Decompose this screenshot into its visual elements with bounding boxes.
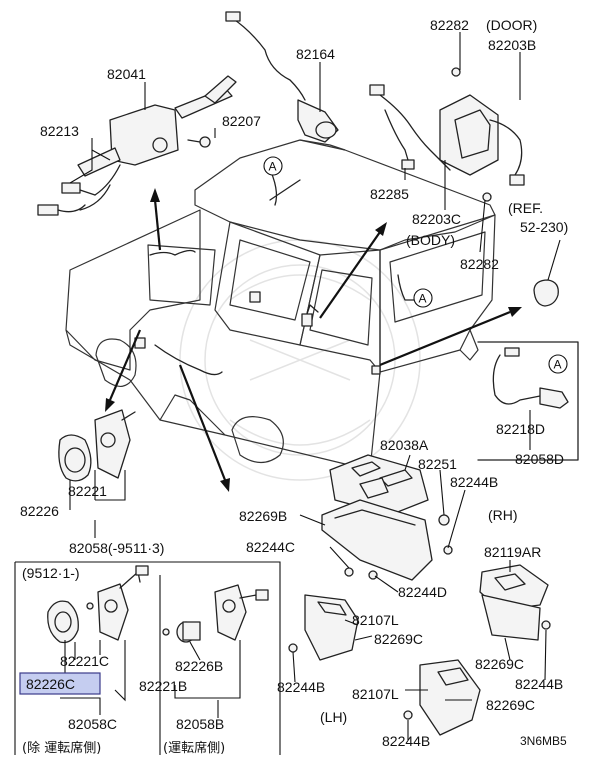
label-82244B-b: 82244B bbox=[277, 679, 325, 695]
door-switch-82221B bbox=[162, 584, 269, 641]
label-door: (DOOR) bbox=[486, 17, 537, 33]
svg-text:A: A bbox=[554, 358, 562, 372]
part-labels: 82041 82164 82282 (DOOR) 82203B 82213 82… bbox=[20, 17, 568, 756]
label-82221B: 82221B bbox=[139, 678, 187, 694]
marker-a-1: A bbox=[263, 156, 283, 176]
label-82251: 82251 bbox=[418, 456, 457, 472]
label-82203C: 82203C bbox=[412, 211, 461, 227]
power-window-switch-82038A bbox=[329, 454, 450, 526]
highlight-82226C bbox=[19, 672, 101, 695]
label-82119AR: 82119AR bbox=[484, 544, 541, 560]
label-82107L-a: 82107L bbox=[352, 612, 399, 628]
label-box-date: (9512·1-) bbox=[22, 565, 80, 581]
door-switch-82226C bbox=[47, 600, 79, 644]
label-82038A: 82038A bbox=[380, 437, 429, 453]
label-82244D: 82244D bbox=[398, 584, 447, 600]
switch-82107L-upper bbox=[288, 594, 359, 661]
label-82058B: 82058B bbox=[176, 716, 224, 732]
diagram-code: 3N6MB5 bbox=[520, 734, 567, 748]
label-82282-top: 82282 bbox=[430, 17, 469, 33]
label-82107L-b: 82107L bbox=[352, 686, 399, 702]
marker-a-3: A bbox=[548, 354, 568, 374]
label-82269C-b: 82269C bbox=[475, 656, 524, 672]
label-82041: 82041 bbox=[107, 66, 146, 82]
label-82218D: 82218D bbox=[496, 421, 545, 437]
svg-text:A: A bbox=[419, 292, 427, 306]
label-82244B-d: 82244B bbox=[382, 733, 430, 749]
vehicle-body bbox=[65, 139, 496, 471]
label-82269C-a: 82269C bbox=[374, 631, 423, 647]
label-82058D: 82058D bbox=[515, 451, 564, 467]
label-body: (BODY) bbox=[406, 232, 455, 248]
door-switch-82221 bbox=[58, 409, 136, 482]
label-82244B-c: 82244B bbox=[515, 676, 563, 692]
connector-82213 bbox=[37, 182, 96, 216]
caption-driver-side: (運転席側) bbox=[163, 740, 225, 756]
harness-82164 bbox=[225, 11, 339, 143]
label-82207: 82207 bbox=[222, 113, 261, 129]
switch-82107L-lower bbox=[403, 659, 481, 736]
combination-switch-82041 bbox=[77, 75, 237, 211]
callout-arrows bbox=[105, 188, 522, 492]
label-82244C: 82244C bbox=[246, 539, 295, 555]
door-switch-82226B bbox=[176, 621, 201, 643]
leader-lines bbox=[14, 32, 561, 755]
label-82213: 82213 bbox=[40, 123, 79, 139]
label-82226B: 82226B bbox=[175, 658, 223, 674]
label-82244B-a: 82244B bbox=[450, 474, 498, 490]
bolt-82207 bbox=[187, 136, 211, 148]
svg-text:A: A bbox=[269, 160, 277, 174]
door-switch-82218D bbox=[477, 341, 579, 461]
label-82269C-c: 82269C bbox=[486, 697, 535, 713]
label-82282-mid: 82282 bbox=[460, 256, 499, 272]
label-82203B: 82203B bbox=[488, 37, 536, 53]
label-82164: 82164 bbox=[296, 46, 335, 62]
caption-excluding-driver-side: (除 運転席側) bbox=[22, 740, 101, 756]
label-82226: 82226 bbox=[20, 503, 59, 519]
label-ref: (REF. bbox=[508, 200, 543, 216]
label-82269B: 82269B bbox=[239, 508, 287, 524]
label-lh: (LH) bbox=[320, 709, 347, 725]
label-82058-range: 82058(-9511·3) bbox=[69, 540, 164, 556]
bezel-82269B bbox=[321, 499, 453, 581]
dome-lamp bbox=[533, 279, 559, 307]
label-ref-range: 52-230) bbox=[520, 219, 568, 235]
label-82221: 82221 bbox=[68, 483, 107, 499]
label-82058C: 82058C bbox=[68, 716, 117, 732]
door-switch-82221C bbox=[86, 565, 149, 641]
marker-a-2: A bbox=[413, 288, 433, 308]
label-rh: (RH) bbox=[488, 507, 518, 523]
door-harness-82203B bbox=[369, 67, 525, 202]
switch-82119AR bbox=[479, 564, 551, 641]
label-82285: 82285 bbox=[370, 186, 409, 202]
label-82226C: 82226C bbox=[26, 676, 75, 692]
label-82221C: 82221C bbox=[60, 653, 109, 669]
